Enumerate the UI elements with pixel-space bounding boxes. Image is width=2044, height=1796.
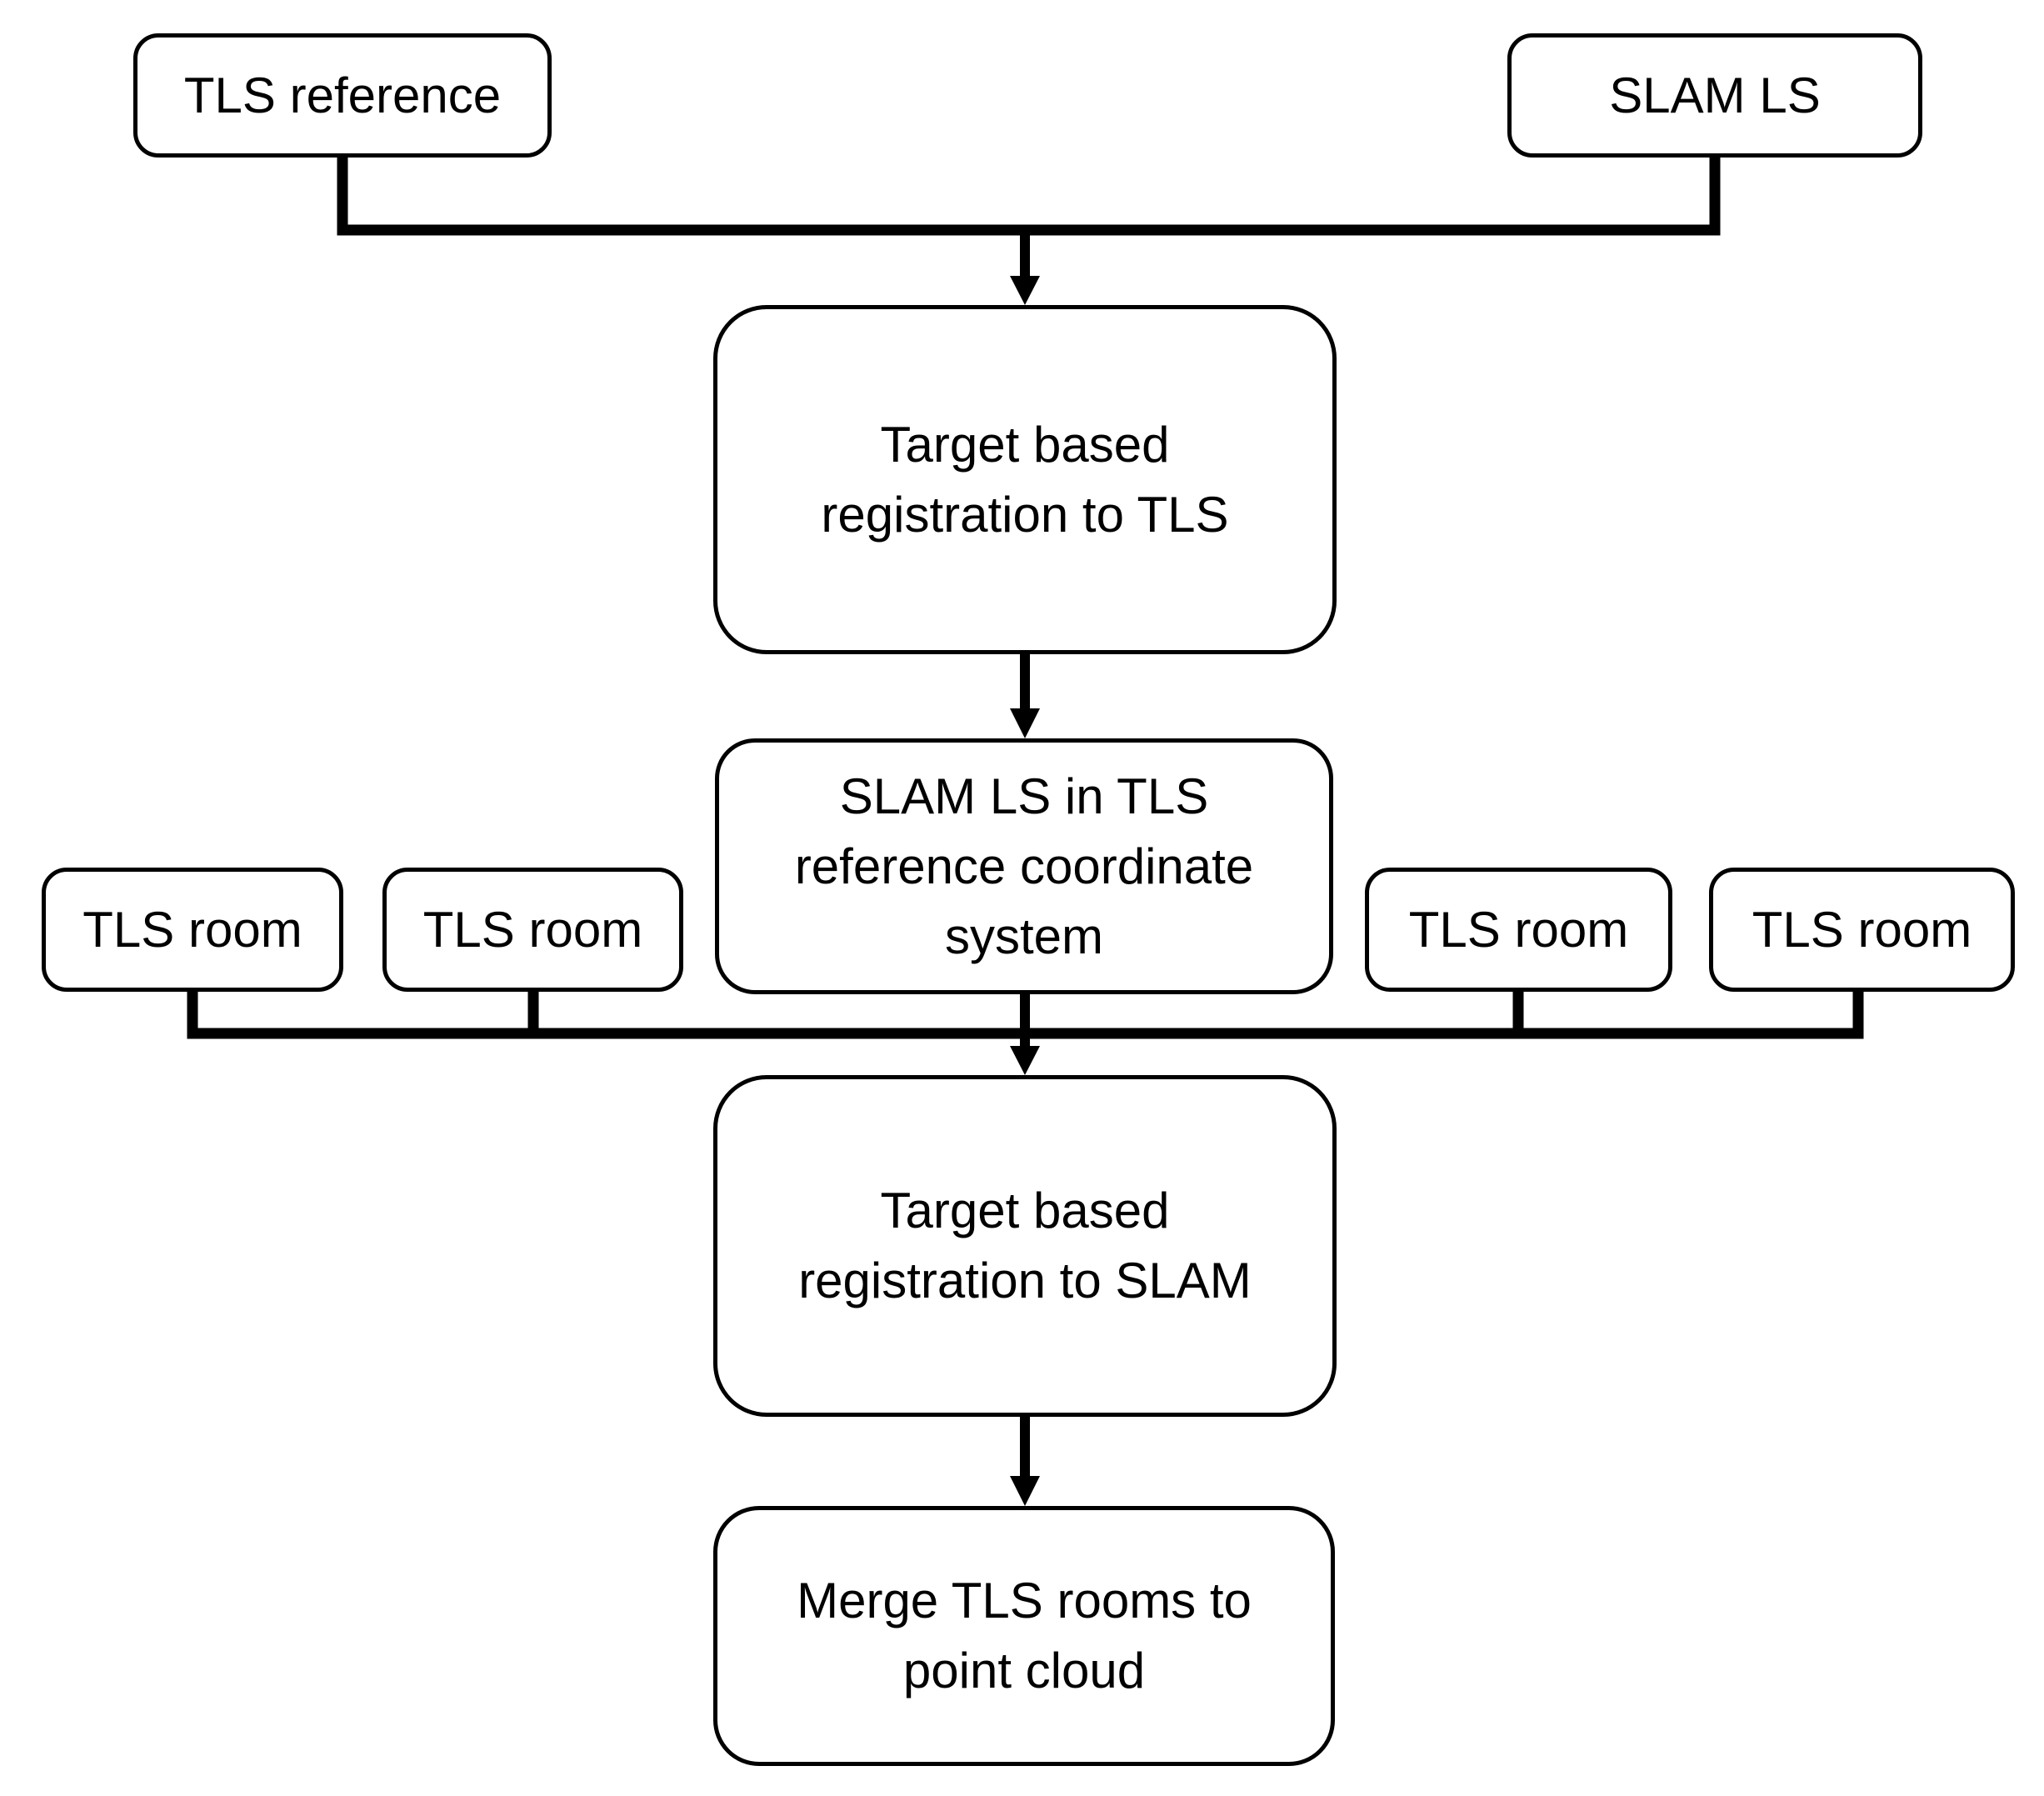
node-label-line: reference coordinate	[794, 838, 1254, 894]
node-label: SLAM LS	[1609, 67, 1821, 123]
node-label-line: Merge TLS rooms to	[797, 1573, 1252, 1628]
node-merge-tls-rooms: Merge TLS rooms to point cloud	[713, 1506, 1335, 1766]
node-label-line: SLAM LS in TLS	[839, 768, 1209, 824]
node-label: TLS reference	[183, 67, 502, 123]
node-label: TLS room	[82, 901, 302, 958]
node-target-registration-slam: Target based registration to SLAM	[713, 1075, 1337, 1417]
node-label-line: Target based	[880, 416, 1170, 473]
node-tls-reference: TLS reference	[133, 33, 552, 158]
arrowhead-to-merge	[1010, 1476, 1040, 1506]
edge-top-bus	[337, 155, 1721, 236]
node-label: TLS room	[1408, 901, 1629, 958]
node-tls-room-3: TLS room	[1365, 868, 1672, 992]
node-label-line: point cloud	[902, 1643, 1146, 1698]
node-label-line: Target based	[880, 1183, 1170, 1238]
node-slam-ls: SLAM LS	[1507, 33, 1922, 158]
node-tls-room-4: TLS room	[1709, 868, 2015, 992]
node-label: TLS room	[1752, 901, 1972, 958]
node-tls-room-2: TLS room	[382, 868, 683, 992]
node-target-registration-tls: Target based registration to TLS	[713, 305, 1337, 654]
node-slam-ls-in-tls-reference: SLAM LS in TLS reference coordinate syst…	[715, 738, 1333, 994]
node-label: TLS room	[422, 901, 643, 958]
arrowhead-to-slam-in-tls	[1010, 708, 1040, 738]
node-label-line: registration to TLS	[821, 486, 1229, 543]
node-tls-room-1: TLS room	[42, 868, 343, 992]
node-label-line: registration to SLAM	[798, 1253, 1252, 1308]
arrowhead-to-target-slam	[1010, 1046, 1040, 1075]
node-label-line: system	[944, 908, 1104, 964]
arrowhead-to-target-tls	[1010, 276, 1040, 305]
